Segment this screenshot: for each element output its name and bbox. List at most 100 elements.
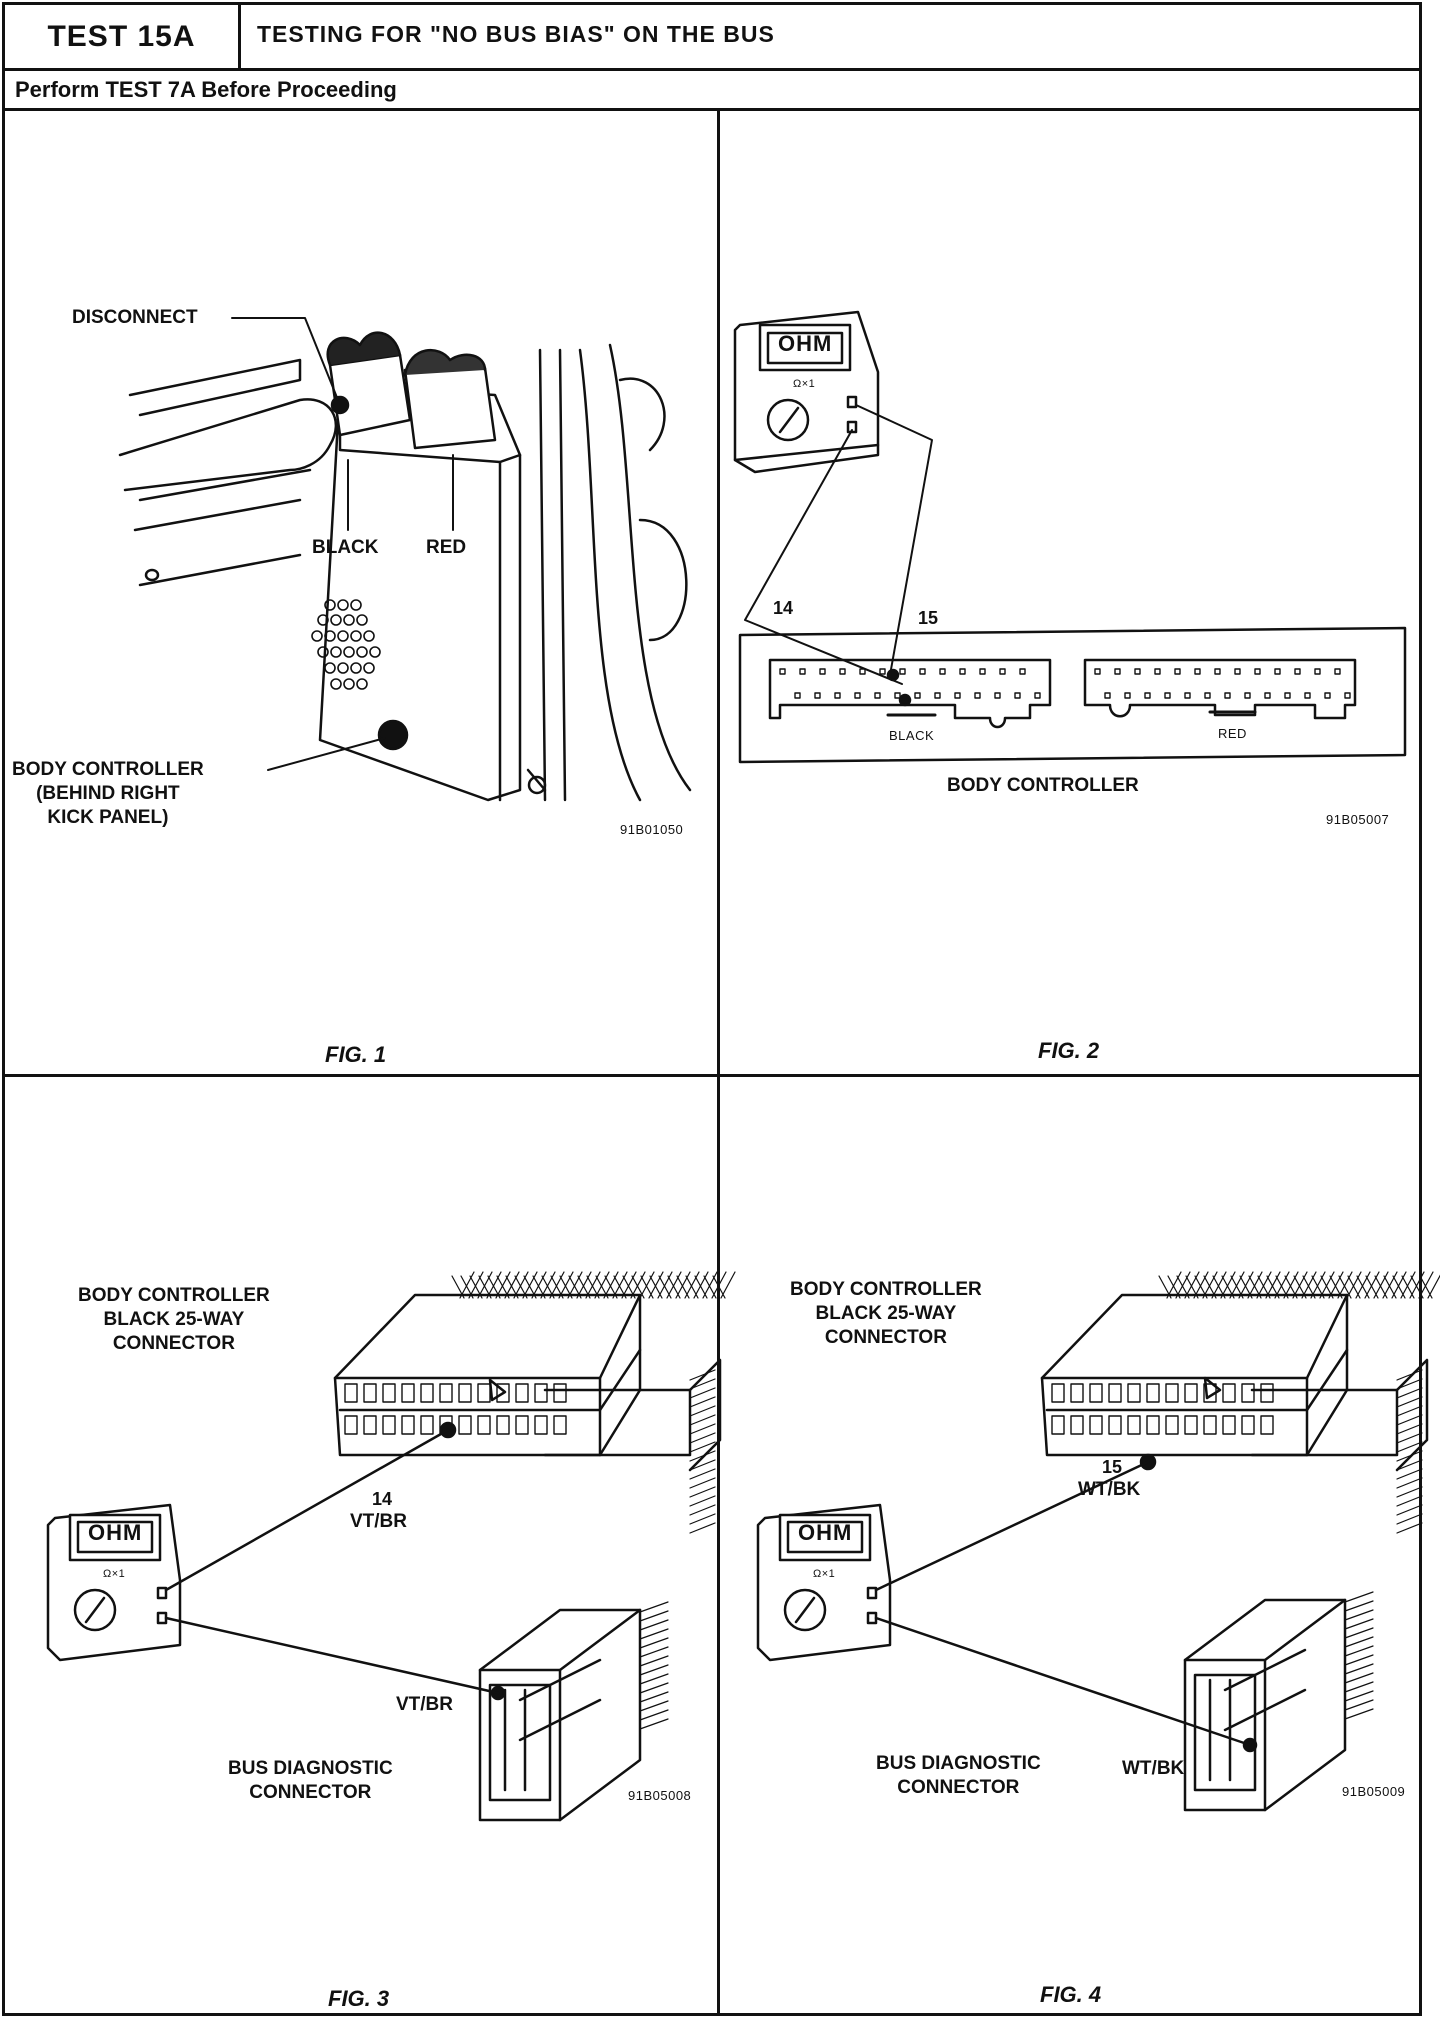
- wire-hatch: [689, 1486, 716, 1498]
- connector-cell: [534, 1415, 548, 1435]
- fig2-pin-cell: [1304, 692, 1311, 699]
- fig2-pin-cell: [899, 668, 906, 675]
- fig2-lead-15: [855, 404, 933, 676]
- wire-hatch: [1396, 1387, 1423, 1399]
- wire-hatch: [689, 1414, 716, 1426]
- wire-hatch: [1176, 1271, 1200, 1299]
- fig2-pin-grid: [779, 668, 1351, 699]
- fig4-connector-line2: BLACK 25-WAY: [815, 1303, 957, 1324]
- wire-hatch: [505, 1271, 529, 1299]
- fig2-pin-cell: [834, 692, 841, 699]
- fig3-pin-label: 14: [372, 1489, 393, 1509]
- fig2-pin-cell: [1124, 692, 1131, 699]
- wire-hatch: [1212, 1271, 1236, 1299]
- connector-cell: [1146, 1415, 1160, 1435]
- connector-cell: [363, 1383, 377, 1403]
- fig2-pin-cell: [1294, 668, 1301, 675]
- fig4-diag-line1: BUS DIAGNOSTIC: [876, 1753, 1041, 1774]
- fig2-pin-cell: [819, 668, 826, 675]
- fig2-pin-cell: [1264, 692, 1271, 699]
- wire-hatch: [514, 1271, 538, 1299]
- test-id: TEST 15A: [5, 5, 241, 68]
- fig2-pin-cell: [854, 692, 861, 699]
- connector-cell: [420, 1415, 434, 1435]
- connector-cell: [1070, 1415, 1084, 1435]
- wire-hatch: [1221, 1271, 1245, 1299]
- fig2-pin-cell: [934, 692, 941, 699]
- connector-cell: [1089, 1415, 1103, 1435]
- fig3-wire-a-label: VT/BR: [350, 1511, 407, 1532]
- wire-hatch: [689, 1522, 716, 1534]
- fig4-diag-connector-drawing: [1183, 1591, 1374, 1812]
- wire-hatch: [1401, 1271, 1425, 1299]
- wire-hatch: [1344, 1681, 1374, 1693]
- fig2-pin-cell: [1214, 668, 1221, 675]
- wire-hatch: [1396, 1432, 1423, 1444]
- fig1-body-controller-line2: (BEHIND RIGHT: [36, 783, 180, 804]
- fig2-pin-cell: [919, 668, 926, 675]
- fig1-black-label: BLACK: [312, 537, 379, 558]
- wire-hatch: [1392, 1271, 1416, 1299]
- fig2-pin-14-dot: [898, 693, 912, 707]
- wire-hatch: [1396, 1504, 1423, 1516]
- connector-cell: [1241, 1383, 1255, 1403]
- wire-hatch: [1374, 1271, 1398, 1299]
- wire-hatch: [689, 1477, 716, 1489]
- wire-hatch: [689, 1513, 716, 1525]
- wire-hatch: [451, 1271, 475, 1299]
- wire-hatch: [1396, 1441, 1423, 1453]
- fig2-ohmmeter-drawing: [733, 310, 880, 474]
- fig1-body-controller-drawing: [118, 317, 692, 802]
- fig3-connector-line2: BLACK 25-WAY: [103, 1309, 245, 1330]
- wire-hatch: [640, 1271, 664, 1299]
- fig2-pin-cell: [1104, 692, 1111, 699]
- wire-hatch: [1329, 1271, 1353, 1299]
- wire-hatch: [639, 1691, 669, 1703]
- wire-hatch: [689, 1432, 716, 1444]
- fig2-pin-cell: [794, 692, 801, 699]
- fig2-pin-cell: [1184, 692, 1191, 699]
- fig2-range-label: Ω×1: [793, 378, 816, 390]
- fig2-pin-cell: [1314, 668, 1321, 675]
- connector-cell: [420, 1383, 434, 1403]
- wire-hatch: [1365, 1271, 1389, 1299]
- fig4-wire-a-label: WT/BK: [1078, 1479, 1141, 1500]
- fig2-pin-cell: [1194, 668, 1201, 675]
- fig2-pin-cell: [1154, 668, 1161, 675]
- fig2-pin-cell: [1284, 692, 1291, 699]
- fig2-code: 91B05007: [1326, 812, 1390, 827]
- fig4-diag-line2: CONNECTOR: [897, 1777, 1020, 1798]
- fig2-pin-cell: [1234, 668, 1241, 675]
- fig3-connector-drawing: [333, 1271, 736, 1534]
- wire-hatch: [1344, 1600, 1374, 1612]
- connector-cell: [1127, 1383, 1141, 1403]
- fig4-connector-line3: CONNECTOR: [824, 1327, 947, 1348]
- wire-hatch: [559, 1271, 583, 1299]
- connector-cell: [1051, 1415, 1065, 1435]
- wire-hatch: [639, 1610, 669, 1622]
- fig2-pin-cell: [839, 668, 846, 675]
- fig2-caption: FIG. 2: [1038, 1038, 1100, 1063]
- fig2-pin-cell: [1344, 692, 1351, 699]
- fig3-meter-display: OHM: [88, 1520, 143, 1545]
- fig2-pin-cell: [879, 668, 886, 675]
- connector-cell: [1051, 1383, 1065, 1403]
- header-row: TEST 15A TESTING FOR "NO BUS BIAS" ON TH…: [5, 5, 1419, 71]
- wire-hatch: [523, 1271, 547, 1299]
- wire-hatch: [689, 1441, 716, 1453]
- wire-hatch: [478, 1271, 502, 1299]
- wire-hatch: [689, 1369, 716, 1381]
- fig2-pin-cell: [1134, 668, 1141, 675]
- fig3-connector-label: BODY CONTROLLER BLACK 25-WAY CONNECTOR: [78, 1284, 270, 1356]
- fig2-pin-cell: [1254, 668, 1261, 675]
- wire-hatch: [1266, 1271, 1290, 1299]
- connector-cell: [1070, 1383, 1084, 1403]
- wire-hatch: [1248, 1271, 1272, 1299]
- test-title: TESTING FOR "NO BUS BIAS" ON THE BUS: [257, 21, 775, 47]
- fig1-red-label: RED: [426, 537, 467, 558]
- fig2-pin-cell: [1014, 692, 1021, 699]
- fig2-pin-cell: [979, 668, 986, 675]
- fig2-pin-cell: [874, 692, 881, 699]
